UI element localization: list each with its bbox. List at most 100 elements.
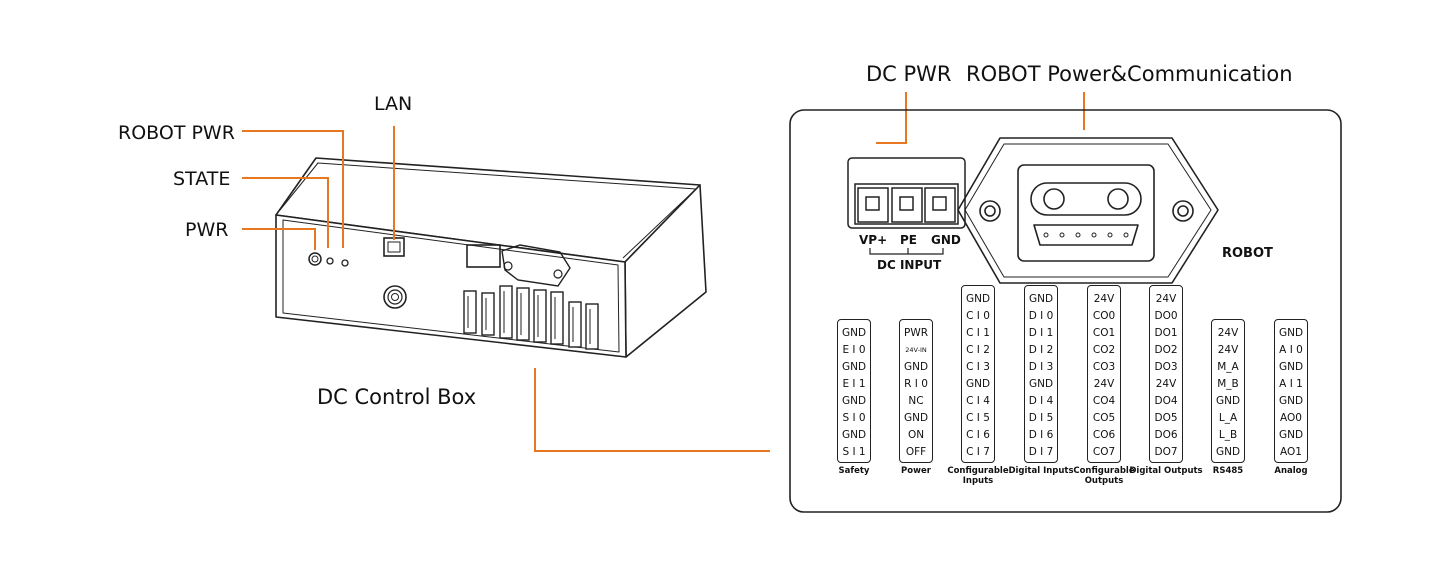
pin-label: GND (1278, 327, 1304, 339)
panel-outline (789, 109, 1342, 513)
pin-label: GND (1028, 293, 1054, 305)
terminal-block-3: GND D I 0 D I 1 D I 2 D I 3 GND D I 4 D I 5 D I … (1024, 285, 1058, 463)
terminal-block-caption: Configurable Outputs (1073, 466, 1135, 486)
lan-label: LAN (374, 93, 413, 115)
pin-label: E I 0 (842, 344, 866, 356)
pin-label: CO6 (1092, 429, 1116, 441)
pin-label: 24V (1155, 378, 1177, 390)
pin-label: E I 1 (842, 378, 866, 390)
pin-label: CO4 (1092, 395, 1116, 407)
pin-label: R I 0 (904, 378, 928, 390)
pin-label: S I 0 (842, 412, 866, 424)
pin-label: NC (908, 395, 924, 407)
pin-label: D I 3 (1028, 361, 1054, 373)
pin-label: D I 5 (1028, 412, 1054, 424)
pin-label: 24V (1093, 378, 1115, 390)
pin-label: 24V-IN (905, 346, 927, 354)
state-led (326, 257, 334, 265)
pin-label: CO5 (1092, 412, 1116, 424)
pin-label: S I 1 (842, 446, 866, 458)
robot-pwr-label: ROBOT PWR (118, 122, 235, 144)
dc-input-title: DC INPUT (877, 258, 942, 272)
robot-pwr-led (341, 259, 349, 267)
pin-label: D I 2 (1028, 344, 1054, 356)
pin-label: DO5 (1154, 412, 1178, 424)
pin-label: C I 1 (966, 327, 990, 339)
pin-label: 24V (1093, 293, 1115, 305)
pin-label: L_A (1218, 412, 1238, 424)
pin-label: OFF (905, 446, 927, 458)
pin-label: C I 6 (966, 429, 990, 441)
dc-pin-gnd: GND (931, 233, 961, 247)
pin-label: DO3 (1154, 361, 1178, 373)
callout-lines (242, 92, 1085, 452)
pin-label: C I 2 (966, 344, 990, 356)
dc-pin-vp: VP+ (859, 233, 888, 247)
dc-input-terminal (847, 157, 966, 229)
pin-label: CO1 (1092, 327, 1116, 339)
state-label: STATE (173, 168, 231, 190)
pin-label: GND (841, 429, 867, 441)
pin-label: ON (907, 429, 925, 441)
pin-label: GND (1215, 395, 1241, 407)
pin-label: D I 6 (1028, 429, 1054, 441)
pin-label: 24V (1217, 344, 1239, 356)
pin-label: DO0 (1154, 310, 1178, 322)
pin-label: C I 3 (966, 361, 990, 373)
pin-label: C I 7 (966, 446, 990, 458)
pin-label: D I 0 (1028, 310, 1054, 322)
pin-label: 24V (1155, 293, 1177, 305)
pin-label: AO0 (1280, 412, 1302, 424)
pin-label: DO7 (1154, 446, 1178, 458)
pin-label: A I 0 (1279, 344, 1303, 356)
robot-label: ROBOT (1222, 246, 1273, 261)
pin-label: AO1 (1280, 446, 1302, 458)
terminal-block-caption: Configurable Inputs (947, 466, 1009, 486)
pin-label: D I 7 (1028, 446, 1054, 458)
pin-label: GND (903, 361, 929, 373)
pin-label: 24V (1217, 327, 1239, 339)
pin-label: DO1 (1154, 327, 1178, 339)
pin-label: M_A (1217, 361, 1239, 373)
terminal-block-caption: Power (901, 466, 931, 476)
pin-label: C I 5 (966, 412, 990, 424)
pin-label: CO0 (1092, 310, 1116, 322)
pwr-button (308, 252, 322, 266)
terminal-block-caption: Analog (1274, 466, 1308, 476)
pin-label: D I 1 (1028, 327, 1054, 339)
control-box-title: DC Control Box (317, 385, 477, 409)
robot-connector (957, 137, 1219, 284)
pin-label: D I 4 (1028, 395, 1054, 407)
terminal-block-caption: RS485 (1212, 466, 1244, 476)
dc-pwr-label: DC PWR (866, 62, 952, 86)
pin-label: CO2 (1092, 344, 1116, 356)
pin-label: DO6 (1154, 429, 1178, 441)
pin-label: M_B (1217, 378, 1239, 390)
pin-label: GND (841, 327, 867, 339)
dc-pin-pe: PE (900, 233, 917, 247)
pin-label: CO7 (1092, 446, 1116, 458)
pin-label: DO2 (1154, 344, 1178, 356)
pwr-label: PWR (185, 219, 229, 241)
pin-label: GND (1215, 446, 1241, 458)
pin-label: A I 1 (1279, 378, 1303, 390)
pin-label: CO3 (1092, 361, 1116, 373)
terminal-block-caption: Safety (838, 466, 870, 476)
pin-label: GND (965, 293, 991, 305)
pin-label: GND (841, 395, 867, 407)
pin-label: GND (1028, 378, 1054, 390)
pin-label: C I 4 (966, 395, 990, 407)
pin-label: GND (965, 378, 991, 390)
pin-label: GND (903, 412, 929, 424)
terminal-block-caption: Digital Inputs (1008, 466, 1074, 476)
pin-label: GND (1278, 361, 1304, 373)
pin-label: GND (1278, 395, 1304, 407)
terminal-block-caption: Digital Outputs (1129, 466, 1203, 476)
